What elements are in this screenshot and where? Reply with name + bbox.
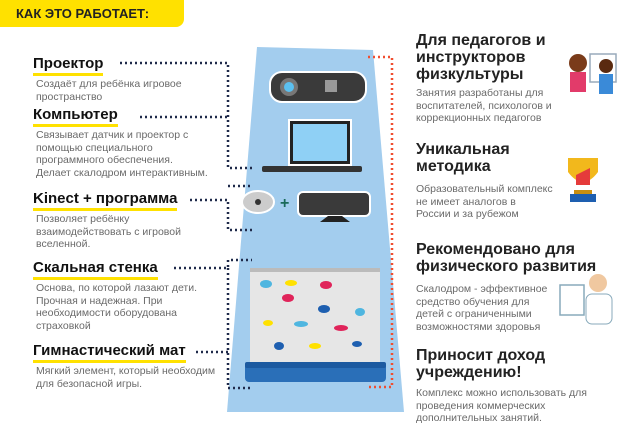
gym-mat-title: Гимнастический мат: [33, 342, 186, 363]
computer-title: Компьютер: [33, 106, 118, 127]
header-banner: КАК ЭТО РАБОТАЕТ:: [0, 0, 184, 27]
trophy-icon: [568, 158, 598, 202]
teachers-icon: [569, 53, 617, 94]
connector-wall: [174, 258, 252, 390]
svg-text:+: +: [280, 195, 289, 212]
kinect-icon: +: [241, 190, 371, 222]
climbing-wall-icon: [250, 268, 380, 365]
climbing-wall-desc: Основа, по которой лазают дети.Прочная и…: [36, 282, 198, 332]
kinect-title: Kinect + программа: [33, 190, 178, 211]
projector-title: Проектор: [33, 55, 104, 76]
projector-icon: [269, 71, 367, 103]
header-title: КАК ЭТО РАБОТАЕТ:: [16, 6, 150, 21]
connector-right: [368, 55, 394, 389]
connector-projector: [120, 61, 252, 170]
connector-kinect: [190, 184, 252, 232]
laptop-icon: [262, 119, 362, 172]
climbing-wall-title: Скальная стенка: [33, 259, 158, 280]
gym-mat-icon: [245, 362, 386, 382]
doctor-icon: [559, 274, 613, 325]
